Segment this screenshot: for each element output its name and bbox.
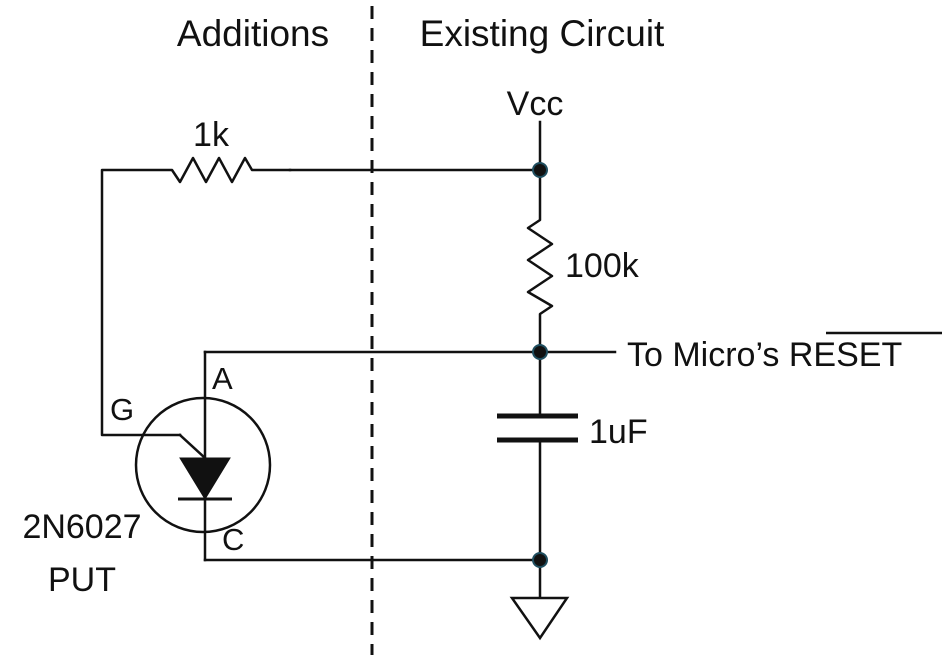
- resistor-100k-label: 100k: [565, 247, 640, 285]
- put-pin-g-label: G: [110, 392, 134, 427]
- existing-circuit-header: Existing Circuit: [420, 13, 665, 54]
- ground-symbol: [509, 596, 570, 641]
- node-vcc: [532, 162, 548, 178]
- reset-signal-name: RESET: [789, 336, 902, 374]
- put-diode-arrow: [179, 457, 231, 500]
- put-pin-c-label: C: [222, 522, 244, 557]
- vcc-label: Vcc: [507, 85, 564, 123]
- resistor-1k-label: 1k: [193, 116, 230, 154]
- node-reset: [532, 344, 548, 360]
- node-ground: [532, 552, 548, 568]
- put-part-number: 2N6027: [22, 508, 141, 546]
- put-gate-lead: [178, 433, 207, 460]
- put-pin-a-label: A: [212, 361, 233, 396]
- resistor-1k: [100, 156, 292, 437]
- capacitor-label: 1uF: [589, 413, 648, 451]
- put-part-type: PUT: [48, 561, 116, 599]
- reset-label: To Micro’s RESET: [627, 336, 902, 374]
- additions-header: Additions: [177, 13, 329, 54]
- reset-label-prefix: To Micro’s: [627, 336, 789, 374]
- put-body: [134, 396, 272, 534]
- resistor-100k: [526, 168, 554, 354]
